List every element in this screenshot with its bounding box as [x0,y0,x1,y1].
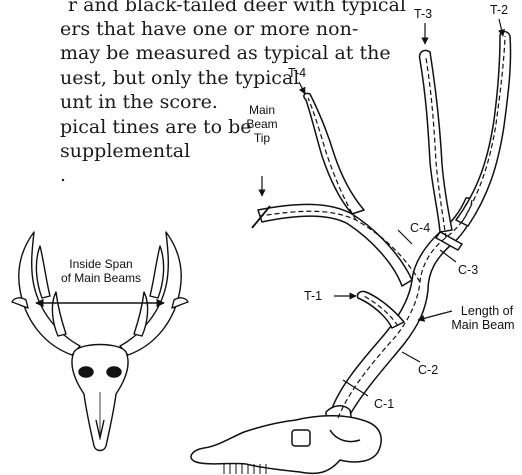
inside-span-label: Inside Span [69,257,132,271]
label-main-beam-tip: Tip [254,131,271,145]
tine-t2 [456,32,511,227]
main-beam [330,198,478,422]
label-c3: C-3 [458,263,478,277]
front-left-inner-tine [36,246,50,298]
label-c1: C-1 [374,397,394,411]
label-t2: T-2 [490,3,508,17]
label-t3: T-3 [414,7,432,21]
label-main-beam-tip: Beam [246,117,277,131]
label-main-beam-tip: Main [249,103,275,117]
inside-span-label: of Main Beams [61,271,141,285]
label-length-main-beam: Length of [461,304,514,318]
c2-mark [402,352,420,362]
side-skull [191,416,381,474]
c3-mark [440,250,456,262]
label-length-main-beam: Main Beam [451,318,514,332]
label-c4: C-4 [410,221,430,235]
upper-fork [420,50,452,232]
t4-arrow [299,82,305,94]
left-fork [258,204,412,286]
label-c2: C-2 [418,363,438,377]
front-right-inner-tine [150,246,164,298]
side-view-antler [191,32,511,475]
label-t1: T-1 [304,289,322,303]
label-t4: T-4 [288,66,306,80]
